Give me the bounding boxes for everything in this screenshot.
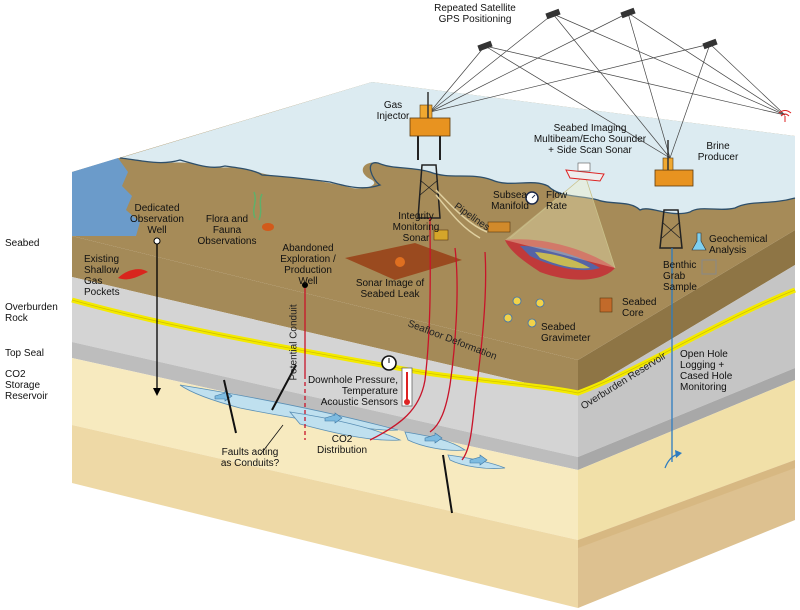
label-flora-fauna: Flora and Fauna Observations — [197, 214, 257, 247]
survey-ship-icon — [565, 162, 605, 182]
front-overburden-layer — [72, 277, 578, 457]
sea-surface — [120, 82, 795, 214]
satellite-icon — [477, 7, 718, 52]
seaweed-icon — [252, 191, 263, 221]
label-shallow-gas: Existing Shallow Gas Pockets — [84, 254, 120, 298]
label-benthic-grab: Benthic Grab Sample — [663, 260, 697, 293]
gps-lines — [429, 12, 786, 159]
gravimeter-icon — [503, 296, 545, 328]
sonar-device-icon — [433, 229, 449, 241]
side-label-overburden-rock: Overburden Rock — [5, 302, 58, 324]
label-seabed-gravimeter: Seabed Gravimeter — [541, 322, 591, 344]
right-reservoir-layer — [578, 380, 795, 540]
label-co2-distribution: CO2 Distribution — [316, 434, 368, 456]
label-flow-rate: Flow Rate — [546, 190, 568, 212]
right-seabed-layer — [578, 230, 795, 395]
grab-sampler-icon — [701, 259, 717, 275]
label-downhole: Downhole Pressure, Temperature Acoustic … — [307, 375, 398, 408]
front-reservoir-layer — [72, 358, 578, 540]
label-potential-conduit: Potential Conduit — [288, 304, 300, 381]
label-observation-well: Dedicated Observation Well — [130, 203, 184, 236]
label-geochemical: Geochemical Analysis — [709, 234, 768, 256]
thermometer-icon — [401, 367, 413, 407]
crab-icon — [262, 223, 274, 231]
faults — [223, 364, 453, 514]
manifold-icon — [487, 221, 511, 233]
gas-injector-platform-icon — [409, 92, 451, 219]
injection-wells — [369, 217, 487, 461]
side-label-top-seal: Top Seal — [5, 348, 44, 359]
label-open-hole: Open Hole Logging + Cased Hole Monitorin… — [680, 349, 733, 393]
gps-receiver-icon — [778, 110, 792, 122]
brine-producer-platform-icon — [654, 140, 694, 249]
side-label-storage-reservoir: CO2 Storage Reservoir — [5, 369, 48, 402]
front-seabed-layer — [72, 236, 578, 395]
front-deep-layer — [72, 425, 578, 608]
label-integrity-sonar: Integrity Monitoring Sonar — [392, 211, 440, 244]
label-faults: Faults acting as Conduits? — [220, 447, 280, 469]
flow-meter-icon — [525, 191, 539, 205]
label-gas-injector: Gas Injector — [376, 100, 410, 122]
label-brine-producer: Brine Producer — [697, 141, 739, 163]
pipelines — [435, 189, 488, 239]
label-abandoned-well: Abandoned Exploration / Production Well — [280, 243, 336, 287]
right-base-layer — [578, 460, 795, 548]
side-label-seabed: Seabed — [5, 238, 40, 249]
red-gas-pocket-icon — [118, 269, 148, 280]
label-sonar-image: Sonar Image of Seabed Leak — [355, 278, 425, 300]
label-seabed-core: Seabed Core — [622, 297, 657, 319]
flask-icon — [691, 232, 707, 251]
left-sea-water — [72, 158, 140, 236]
right-deep-layer — [578, 460, 795, 608]
sonar-beam — [505, 175, 615, 268]
seabed-core-icon — [599, 297, 613, 313]
label-gps: Repeated Satellite GPS Positioning — [434, 3, 516, 25]
label-seabed-imaging: Seabed Imaging Multibeam/Echo Sounder + … — [533, 123, 647, 156]
right-topseal-layer — [578, 368, 795, 470]
front-topseal-layer — [72, 342, 578, 470]
label-subsea-manifold: Subsea Manifold — [491, 190, 529, 212]
clock-icon — [381, 355, 397, 371]
